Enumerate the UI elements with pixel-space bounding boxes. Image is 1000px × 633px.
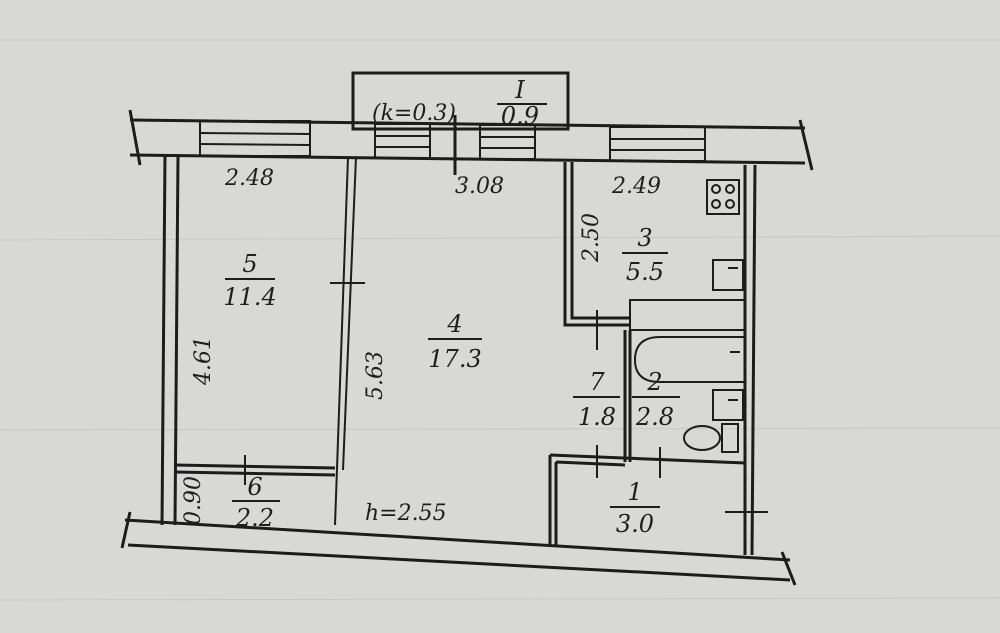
svg-text:2.8: 2.8 bbox=[635, 403, 674, 431]
svg-text:3: 3 bbox=[637, 224, 652, 252]
svg-text:5: 5 bbox=[242, 250, 257, 278]
window bbox=[199, 115, 706, 175]
room-2-label: 2 2.8 bbox=[632, 368, 680, 431]
svg-text:4: 4 bbox=[446, 310, 462, 338]
room-7-label: 7 1.8 bbox=[573, 368, 620, 431]
room3-width: 2.49 bbox=[611, 174, 661, 199]
room4-depth: 5.63 bbox=[363, 351, 388, 400]
paper-lines bbox=[0, 39, 1000, 601]
balcony bbox=[351, 71, 570, 131]
room3-depth: 2.50 bbox=[579, 213, 604, 263]
svg-text:6: 6 bbox=[247, 473, 262, 501]
svg-text:7: 7 bbox=[589, 368, 605, 396]
room5-width: 2.48 bbox=[224, 166, 274, 191]
balcony-note: (k=0.3) bbox=[372, 101, 456, 126]
room-3-label: 3 5.5 bbox=[622, 224, 668, 286]
room4-width: 3.08 bbox=[455, 174, 504, 199]
ceiling-height: h=2.55 bbox=[365, 501, 447, 526]
sink-icon bbox=[712, 259, 744, 291]
room-1-label: 1 3.0 bbox=[610, 478, 660, 538]
bathtub-icon bbox=[633, 336, 745, 383]
room6-depth: 0.90 bbox=[181, 476, 206, 525]
svg-text:5.5: 5.5 bbox=[626, 258, 664, 286]
exterior-wall-top bbox=[128, 109, 814, 175]
svg-text:2.2: 2.2 bbox=[235, 504, 274, 532]
balcony-area: 0.9 bbox=[501, 102, 539, 130]
svg-text:1.8: 1.8 bbox=[578, 403, 616, 431]
interior-walls bbox=[160, 154, 768, 556]
svg-text:17.3: 17.3 bbox=[428, 345, 481, 373]
room-4-label: 4 17.3 bbox=[428, 310, 482, 373]
exterior-wall-bottom bbox=[120, 511, 797, 586]
room-5-label: 5 11.4 bbox=[223, 250, 276, 311]
room-6-label: 6 2.2 bbox=[232, 473, 280, 532]
room5-depth: 4.61 bbox=[191, 336, 216, 386]
svg-text:3.0: 3.0 bbox=[616, 510, 654, 538]
toilet-icon bbox=[683, 423, 739, 453]
washbasin-icon bbox=[712, 389, 744, 421]
stove-icon bbox=[706, 179, 740, 215]
balcony-number: I bbox=[514, 76, 525, 104]
svg-text:1: 1 bbox=[627, 478, 642, 506]
svg-text:11.4: 11.4 bbox=[223, 283, 276, 311]
svg-text:2: 2 bbox=[646, 368, 662, 396]
